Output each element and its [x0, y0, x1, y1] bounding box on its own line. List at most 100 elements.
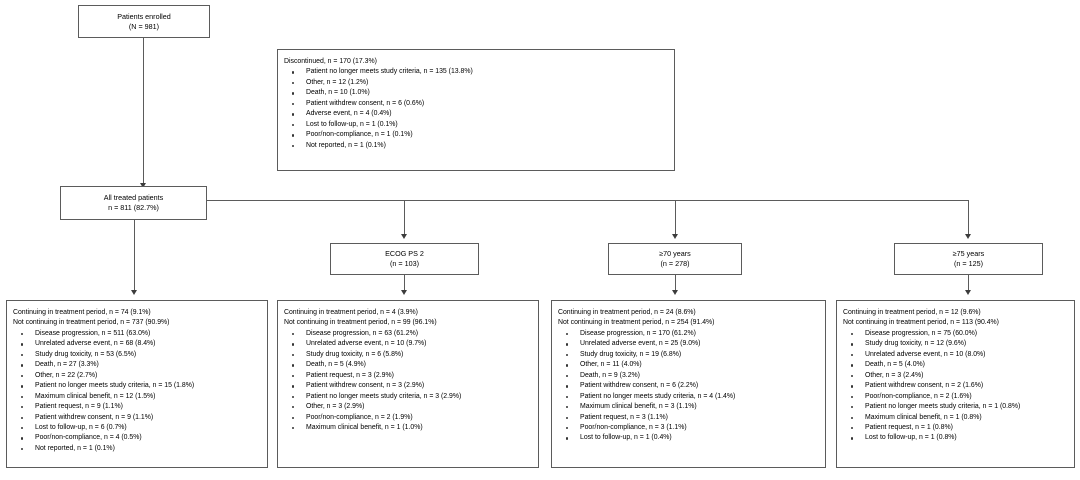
node-outcome-ecog-ps-2: Continuing in treatment period, n = 4 (3…: [277, 300, 539, 468]
list-item: Patient no longer meets study criteria, …: [843, 402, 1069, 412]
arrowhead-treated-to-outcome-overall: [131, 290, 137, 295]
list-item: Maximum clinical benefit, n = 1 (0.8%): [843, 413, 1069, 423]
list-item: Not reported, n = 1 (0.1%): [13, 444, 262, 454]
list-item: Death, n = 10 (1.0%): [284, 88, 669, 98]
outcome-reason-list: Disease progression, n = 75 (60.0%) Stud…: [843, 329, 1069, 444]
list-item: Patient no longer meets study criteria, …: [284, 67, 669, 77]
list-item: Other, n = 11 (4.0%): [558, 360, 820, 370]
outcome-reason-list: Disease progression, n = 63 (61.2%) Unre…: [284, 329, 533, 434]
arrowhead-branch-ecog: [401, 234, 407, 239]
list-item: Lost to follow-up, n = 1 (0.8%): [843, 433, 1069, 443]
list-item: Other, n = 12 (1.2%): [284, 78, 669, 88]
list-item: Other, n = 3 (2.4%): [843, 371, 1069, 381]
outcome-continuing: Continuing in treatment period, n = 4 (3…: [284, 309, 418, 316]
node-outcome-age-75: Continuing in treatment period, n = 12 (…: [836, 300, 1075, 468]
list-item: Other, n = 22 (2.7%): [13, 371, 262, 381]
list-item: Death, n = 27 (3.3%): [13, 360, 262, 370]
outcome-not-continuing: Not continuing in treatment period, n = …: [13, 319, 170, 327]
list-item: Unrelated adverse event, n = 10 (8.0%): [843, 350, 1069, 360]
list-item: Maximum clinical benefit, n = 3 (1.1%): [558, 402, 820, 412]
list-item: Poor/non-compliance, n = 1 (0.1%): [284, 130, 669, 140]
list-item: Patient request, n = 3 (1.1%): [558, 413, 820, 423]
arrowhead-branch-age70: [672, 234, 678, 239]
list-item: Lost to follow-up, n = 1 (0.4%): [558, 433, 820, 443]
list-item: Adverse event, n = 4 (0.4%): [284, 109, 669, 119]
list-item: Death, n = 9 (3.2%): [558, 371, 820, 381]
outcome-continuing: Continuing in treatment period, n = 74 (…: [13, 309, 151, 316]
list-item: Patient withdrew consent, n = 6 (0.6%): [284, 99, 669, 109]
outcome-not-continuing: Not continuing in treatment period, n = …: [558, 319, 715, 327]
connector-ecog-to-outcome: [404, 275, 405, 293]
discontinued-header: Discontinued, n = 170 (17.3%): [284, 58, 377, 65]
node-subgroup-age-75: ≥75 years (n = 125): [894, 243, 1043, 275]
list-item: Patient withdrew consent, n = 6 (2.2%): [558, 381, 820, 391]
list-item: Poor/non-compliance, n = 2 (1.9%): [284, 413, 533, 423]
list-item: Study drug toxicity, n = 6 (5.8%): [284, 350, 533, 360]
arrowhead-enrolled-to-treated: [140, 183, 146, 188]
list-item: Unrelated adverse event, n = 10 (9.7%): [284, 339, 533, 349]
list-item: Death, n = 5 (4.0%): [843, 360, 1069, 370]
list-item: Patient withdrew consent, n = 9 (1.1%): [13, 413, 262, 423]
list-item: Lost to follow-up, n = 1 (0.1%): [284, 120, 669, 130]
list-item: Maximum clinical benefit, n = 12 (1.5%): [13, 392, 262, 402]
node-discontinued: Discontinued, n = 170 (17.3%) Patient no…: [277, 49, 675, 171]
connector-age70-to-outcome: [675, 275, 676, 293]
all-treated-count: n = 811 (82.7%): [108, 203, 159, 212]
outcome-continuing: Continuing in treatment period, n = 12 (…: [843, 309, 981, 316]
list-item: Patient request, n = 3 (2.9%): [284, 371, 533, 381]
list-item: Study drug toxicity, n = 12 (9.6%): [843, 339, 1069, 349]
node-all-treated-patients: All treated patients n = 811 (82.7%): [60, 186, 207, 220]
patients-enrolled-label: Patients enrolled: [117, 11, 171, 21]
all-treated-label: All treated patients: [103, 193, 164, 202]
connector-age75-to-outcome: [968, 275, 969, 293]
connector-branch-bus: [207, 200, 969, 201]
list-item: Study drug toxicity, n = 53 (6.5%): [13, 350, 262, 360]
node-subgroup-age-70: ≥70 years (n = 278): [608, 243, 742, 275]
list-item: Death, n = 5 (4.9%): [284, 360, 533, 370]
subgroup-ecog-count: (n = 103): [390, 259, 419, 268]
list-item: Disease progression, n = 170 (61.2%): [558, 329, 820, 339]
arrowhead-age75-to-outcome: [965, 290, 971, 295]
list-item: Disease progression, n = 511 (63.0%): [13, 329, 262, 339]
node-outcome-age-70: Continuing in treatment period, n = 24 (…: [551, 300, 826, 468]
outcome-not-continuing: Not continuing in treatment period, n = …: [843, 319, 999, 327]
connector-treated-to-outcome-overall: [134, 220, 135, 293]
connector-enrolled-to-treated: [143, 38, 144, 186]
list-item: Patient withdrew consent, n = 3 (2.9%): [284, 381, 533, 391]
list-item: Poor/non-compliance, n = 2 (1.6%): [843, 392, 1069, 402]
arrowhead-ecog-to-outcome: [401, 290, 407, 295]
patients-enrolled-count: (N = 981): [128, 21, 160, 31]
outcome-continuing: Continuing in treatment period, n = 24 (…: [558, 309, 696, 316]
arrowhead-age70-to-outcome: [672, 290, 678, 295]
subgroup-age70-count: (n = 278): [660, 259, 690, 268]
outcome-reason-list: Disease progression, n = 511 (63.0%) Unr…: [13, 329, 262, 454]
subgroup-age75-label: ≥75 years: [952, 249, 985, 258]
list-item: Poor/non-compliance, n = 3 (1.1%): [558, 423, 820, 433]
connector-branch-age75: [968, 200, 969, 237]
discontinued-reason-list: Patient no longer meets study criteria, …: [284, 67, 669, 151]
list-item: Unrelated adverse event, n = 68 (8.4%): [13, 339, 262, 349]
list-item: Patient withdrew consent, n = 2 (1.6%): [843, 381, 1069, 391]
list-item: Patient no longer meets study criteria, …: [13, 381, 262, 391]
node-patients-enrolled: Patients enrolled (N = 981): [78, 5, 210, 38]
list-item: Maximum clinical benefit, n = 1 (1.0%): [284, 423, 533, 433]
list-item: Disease progression, n = 63 (61.2%): [284, 329, 533, 339]
outcome-reason-list: Disease progression, n = 170 (61.2%) Unr…: [558, 329, 820, 444]
list-item: Disease progression, n = 75 (60.0%): [843, 329, 1069, 339]
connector-branch-age70: [675, 200, 676, 237]
list-item: Lost to follow-up, n = 6 (0.7%): [13, 423, 262, 433]
list-item: Patient request, n = 9 (1.1%): [13, 402, 262, 412]
subgroup-ecog-label: ECOG PS 2: [385, 249, 424, 258]
list-item: Patient request, n = 1 (0.8%): [843, 423, 1069, 433]
list-item: Patient no longer meets study criteria, …: [558, 392, 820, 402]
arrowhead-branch-age75: [965, 234, 971, 239]
list-item: Unrelated adverse event, n = 25 (9.0%): [558, 339, 820, 349]
node-outcome-overall: Continuing in treatment period, n = 74 (…: [6, 300, 268, 468]
connector-branch-ecog: [404, 200, 405, 237]
list-item: Other, n = 3 (2.9%): [284, 402, 533, 412]
list-item: Poor/non-compliance, n = 4 (0.5%): [13, 433, 262, 443]
subgroup-age75-count: (n = 125): [954, 259, 983, 268]
list-item: Patient no longer meets study criteria, …: [284, 392, 533, 402]
node-subgroup-ecog-ps-2: ECOG PS 2 (n = 103): [330, 243, 479, 275]
